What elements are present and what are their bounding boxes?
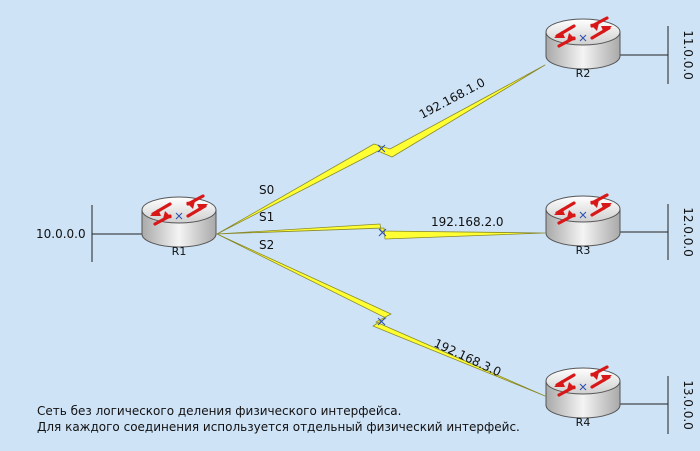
interface-s0-label: S0 [259, 183, 274, 197]
lan-segment-r4 [618, 376, 669, 434]
lan-r4-network: 13.0.0.0 [681, 380, 695, 430]
diagram-caption: Сеть без логического деления физического… [37, 403, 520, 435]
lan-r1-network: 10.0.0.0 [36, 227, 86, 241]
link-r1-r3-network: 192.168.2.0 [431, 215, 504, 229]
serial-link-r1-r3 [216, 223, 546, 240]
router-r4[interactable]: R4 [544, 365, 622, 429]
router-r1[interactable]: R1 [140, 194, 218, 258]
router-r4-label: R4 [576, 416, 591, 429]
lan-segment-r3 [618, 204, 669, 260]
lan-segment-r1 [91, 205, 143, 262]
link-r1-r4-network: 192.168.3.0 [432, 336, 504, 379]
interface-s1-label: S1 [259, 210, 274, 224]
lan-r3-network: 12.0.0.0 [681, 207, 695, 257]
interface-s2-label: S2 [259, 238, 274, 252]
link-r1-r2-network: 192.168.1.0 [417, 75, 488, 121]
router-r2[interactable]: R2 [544, 16, 622, 80]
router-r3[interactable]: R3 [544, 193, 622, 257]
lan-segment-r2 [618, 26, 669, 84]
router-r3-label: R3 [576, 244, 591, 257]
caption-line-2: Для каждого соединения используется отде… [37, 420, 520, 434]
router-r2-label: R2 [576, 67, 591, 80]
lan-r2-network: 11.0.0.0 [681, 30, 695, 80]
serial-link-r1-r4 [216, 233, 546, 397]
router-r1-label: R1 [172, 245, 187, 258]
caption-line-1: Сеть без логического деления физического… [37, 404, 402, 418]
